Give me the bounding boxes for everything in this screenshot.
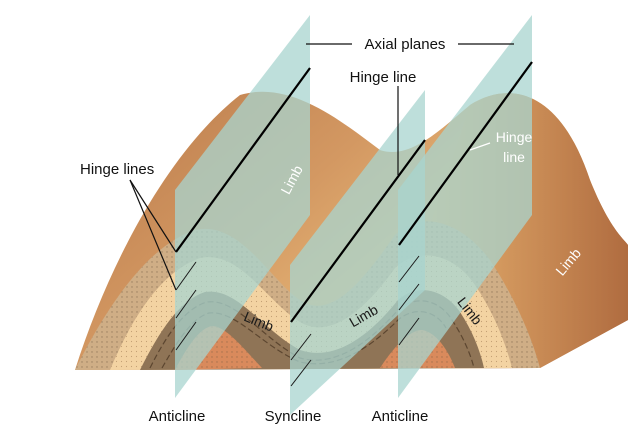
label-hinge-lines: Hinge lines <box>80 161 154 178</box>
axial-plane-middle <box>290 90 425 415</box>
hinge-line-right <box>398 61 533 246</box>
label-hinge-right-1: Hinge <box>496 129 533 145</box>
hinge-trace-left-3 <box>175 321 197 351</box>
hinge-trace-right-2 <box>398 283 420 311</box>
hinge-trace-right-3 <box>398 317 420 346</box>
axial-plane-right <box>398 15 532 398</box>
hinge-line-middle <box>290 139 426 323</box>
axial-plane-left <box>175 15 310 398</box>
leader-hinge-right <box>469 142 491 151</box>
label-axial-planes: Axial planes <box>365 36 446 53</box>
label-syncline: Syncline <box>265 408 322 425</box>
leader-hinge-lines-2 <box>129 179 177 291</box>
hinge-line-left <box>175 67 311 253</box>
hinge-trace-right-1 <box>398 255 420 283</box>
hinge-trace-mid-2 <box>290 359 312 387</box>
label-anticline-right: Anticline <box>372 408 429 425</box>
hinge-trace-mid-1 <box>290 333 312 361</box>
leader-hinge-lines-1 <box>129 179 177 253</box>
label-hinge-right-2: line <box>503 149 525 165</box>
hinge-trace-left-1 <box>175 261 197 291</box>
hinge-trace-left-2 <box>175 289 197 319</box>
label-hinge-line: Hinge line <box>350 69 417 86</box>
label-anticline-left: Anticline <box>149 408 206 425</box>
